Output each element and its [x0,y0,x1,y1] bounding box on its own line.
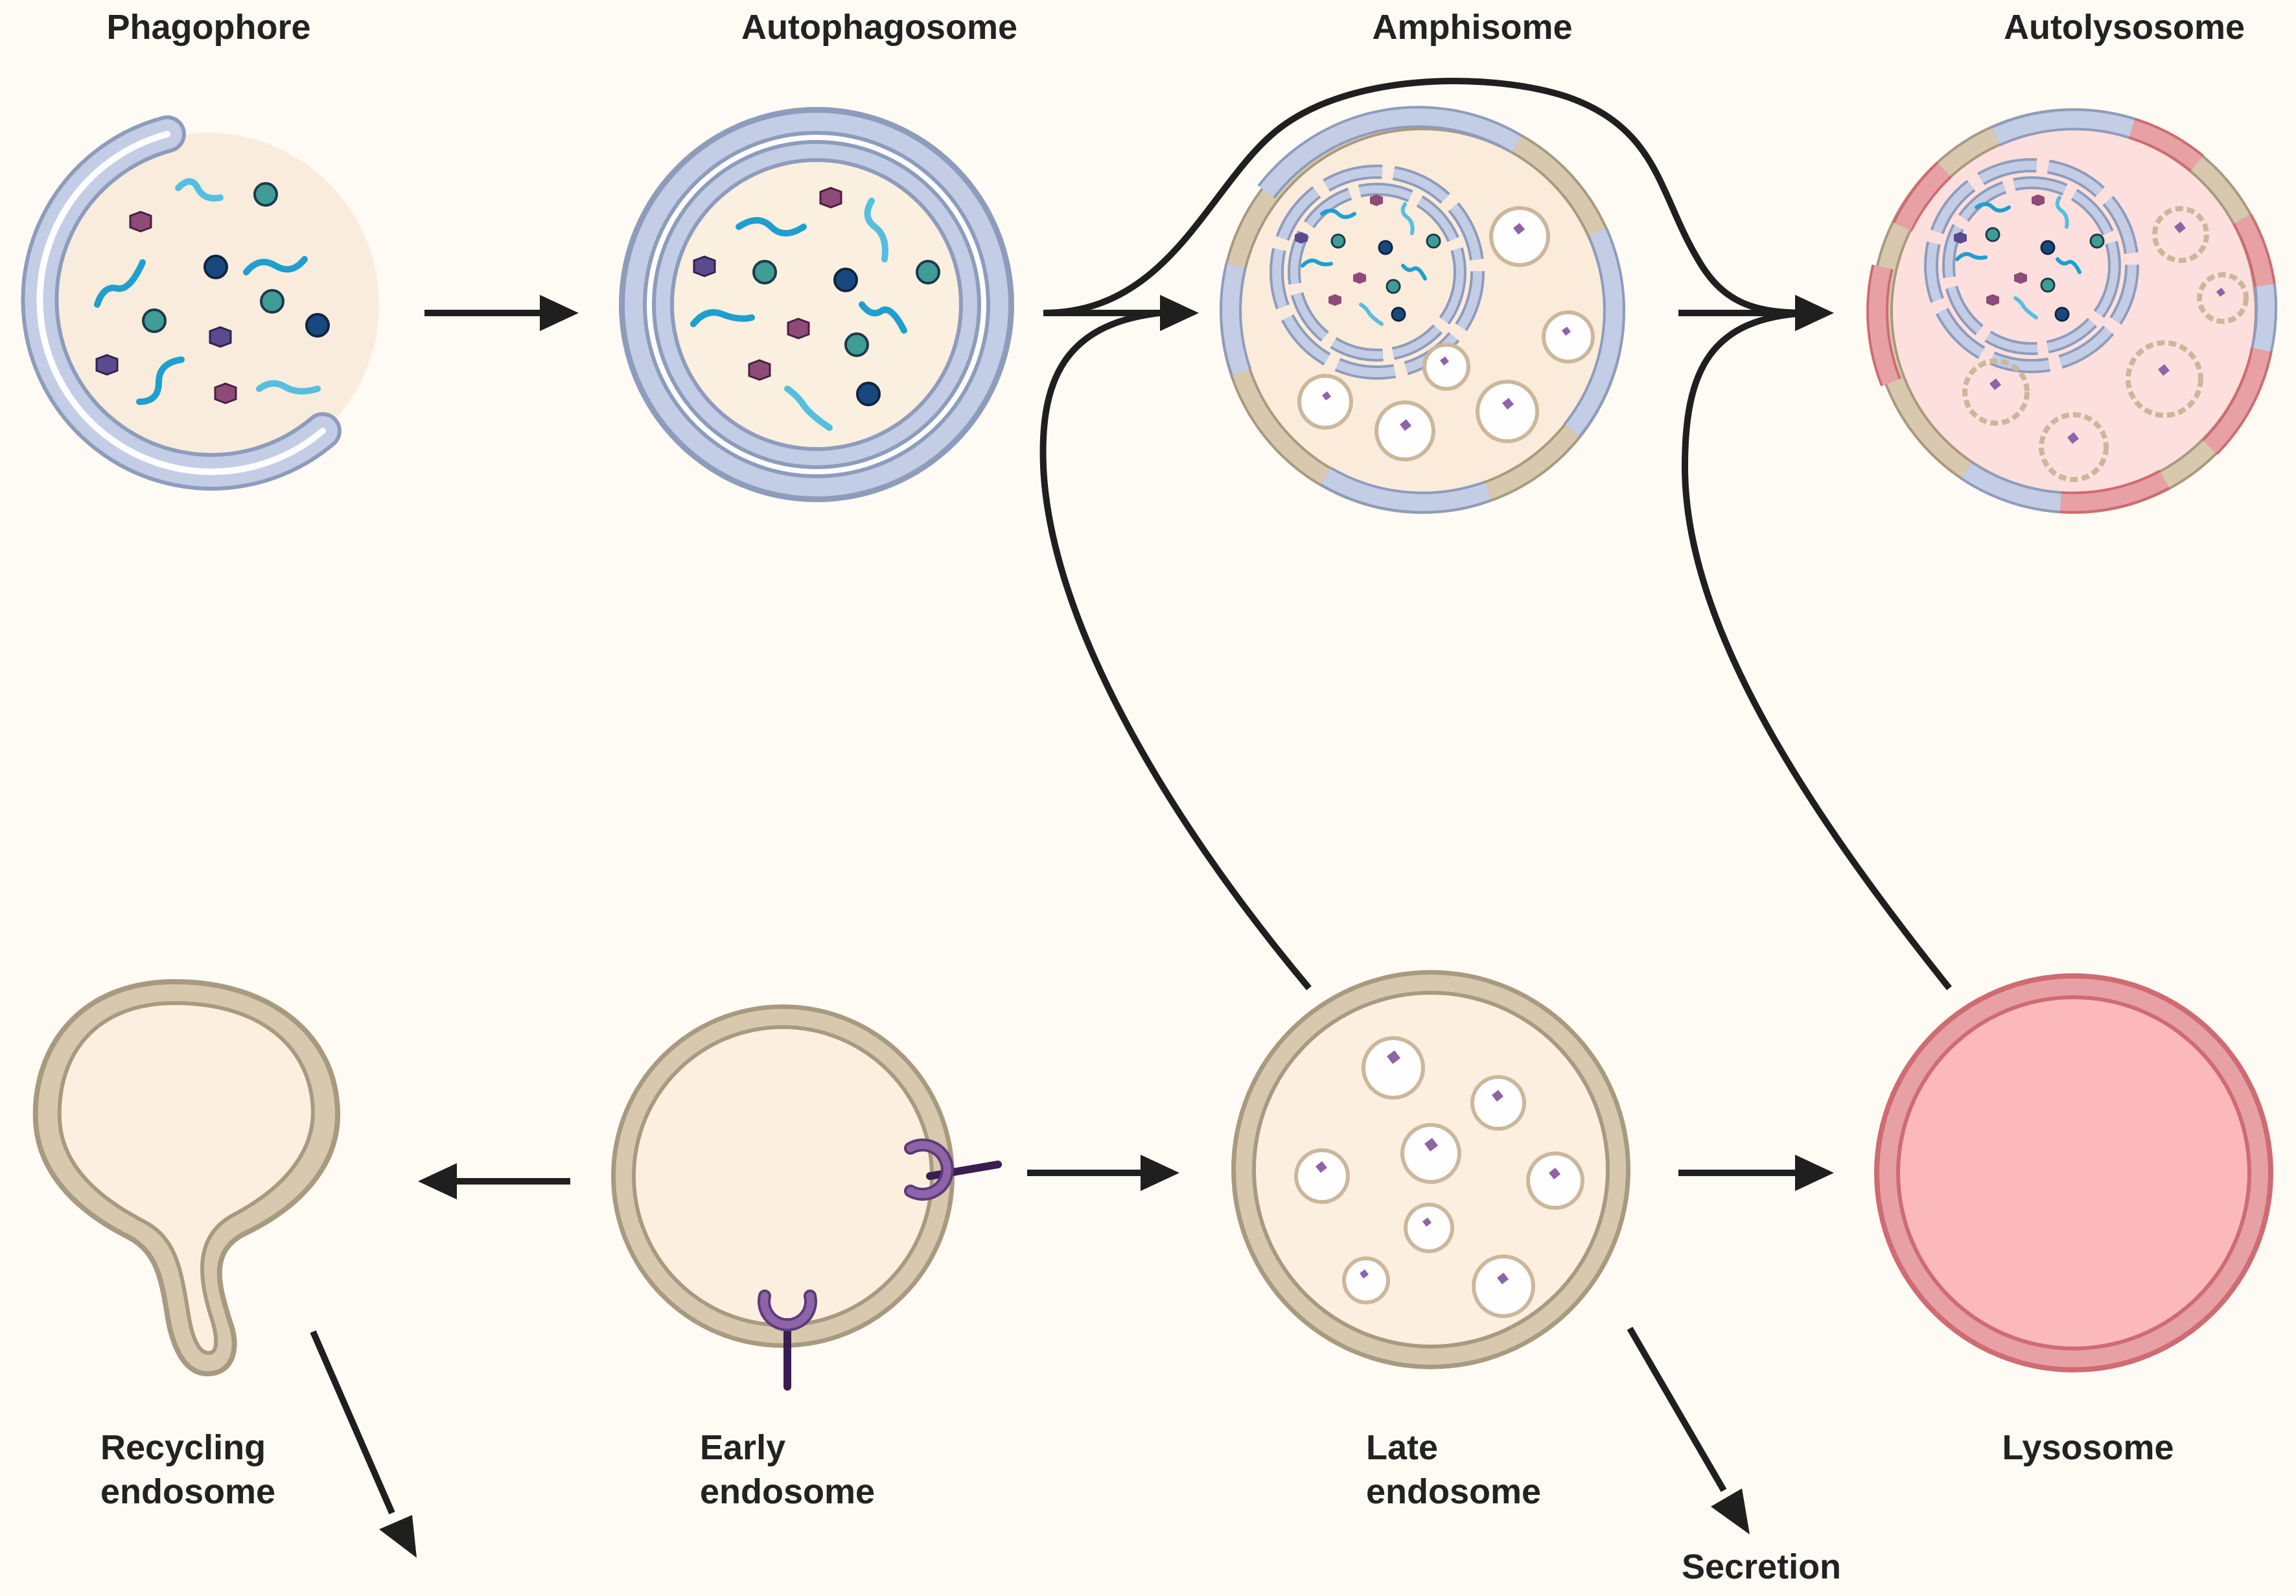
phagophore [21,115,379,491]
cargo-rna [175,178,224,202]
amphisome [1220,106,1625,514]
arrow-late-to-secretion [1627,1326,1750,1534]
amphisome-inner-autophagosome [1270,165,1485,380]
arrows [310,78,1952,1558]
recycling-endosome [32,978,341,1377]
cargo-hexagon [214,382,237,404]
lysosome [1874,973,2273,1372]
cargo-rna [736,217,807,237]
amphisome-vesicles [1297,206,1595,461]
label-lysosome: Lysosome [2002,1428,2174,1467]
autophagosome-lumen [674,162,959,447]
label-autolysosome: Autolysosome [2003,8,2245,47]
cargo-rna [136,356,185,405]
cargo-hexagon [748,359,771,381]
arrow-phagophore-to-autophagosome [424,295,579,331]
cargo-rna [256,380,321,395]
cargo-hexagon [95,354,119,376]
cargo-hexagon [787,318,810,340]
cargo-protein [916,260,940,284]
arrow-amphisome-to-autolysosome [1678,295,1834,331]
arrow-amphisome-bypass [1043,78,1809,316]
cargo-hexagon [209,326,232,348]
early-endosome [611,1004,1002,1391]
label-early-endosome: Early endosome [700,1428,875,1511]
label-phagophore: Phagophore [106,8,311,47]
arrow-early-to-late [1027,1155,1179,1191]
late-endosome-vesicles [1294,1036,1584,1318]
autophagosome [619,107,1014,502]
cargo-rna [784,386,833,431]
cargo-rna [859,301,907,334]
arrow-early-to-recycling [418,1163,570,1199]
lysosome-lumen [1900,999,2247,1347]
autolysosome [1866,108,2278,514]
receptor-icon [904,1139,1002,1201]
receptor-icon [758,1290,817,1391]
label-amphisome: Amphisome [1372,8,1573,47]
phagophore-cargo [94,178,330,405]
arrow-late-endosome-to-amphisome [1039,310,1312,991]
late-endosome [1231,970,1630,1369]
cargo-protein [844,332,869,357]
autophagosome-cargo [690,187,940,431]
cargo-hexagon [129,211,152,233]
label-late-endosome: Late endosome [1366,1428,1542,1511]
cargo-protein [856,382,881,406]
cargo-protein [833,268,858,292]
cargo-protein [752,260,777,284]
cargo-protein [253,182,278,207]
cargo-rna [690,309,755,327]
autolysosome-vesicles [1962,206,2249,482]
cargo-rna [864,198,888,262]
cargo-protein [305,313,330,338]
cargo-hexagon [693,255,716,277]
label-recycling-endosome: Recycling endosome [100,1428,276,1511]
cargo-hexagon [819,187,842,209]
recycling-endosome-lumen [57,1000,315,1356]
early-endosome-lumen [636,1029,930,1323]
autolysosome-lumen [1894,131,2254,491]
arrow-late-to-lysosome [1678,1155,1834,1191]
autolysosome-inner-autophagosome [1924,158,2139,373]
arrow-lysosome-to-autolysosome [1681,310,1952,991]
cargo-rna [94,259,146,308]
arrow-recycling-out [310,1330,417,1558]
cargo-rna [243,256,308,275]
cargo-protein [260,289,284,314]
label-secretion: Secretion [1681,1547,1842,1586]
cargo-protein [142,308,167,333]
cargo-protein [203,255,228,279]
label-autophagosome: Autophagosome [741,8,1017,47]
